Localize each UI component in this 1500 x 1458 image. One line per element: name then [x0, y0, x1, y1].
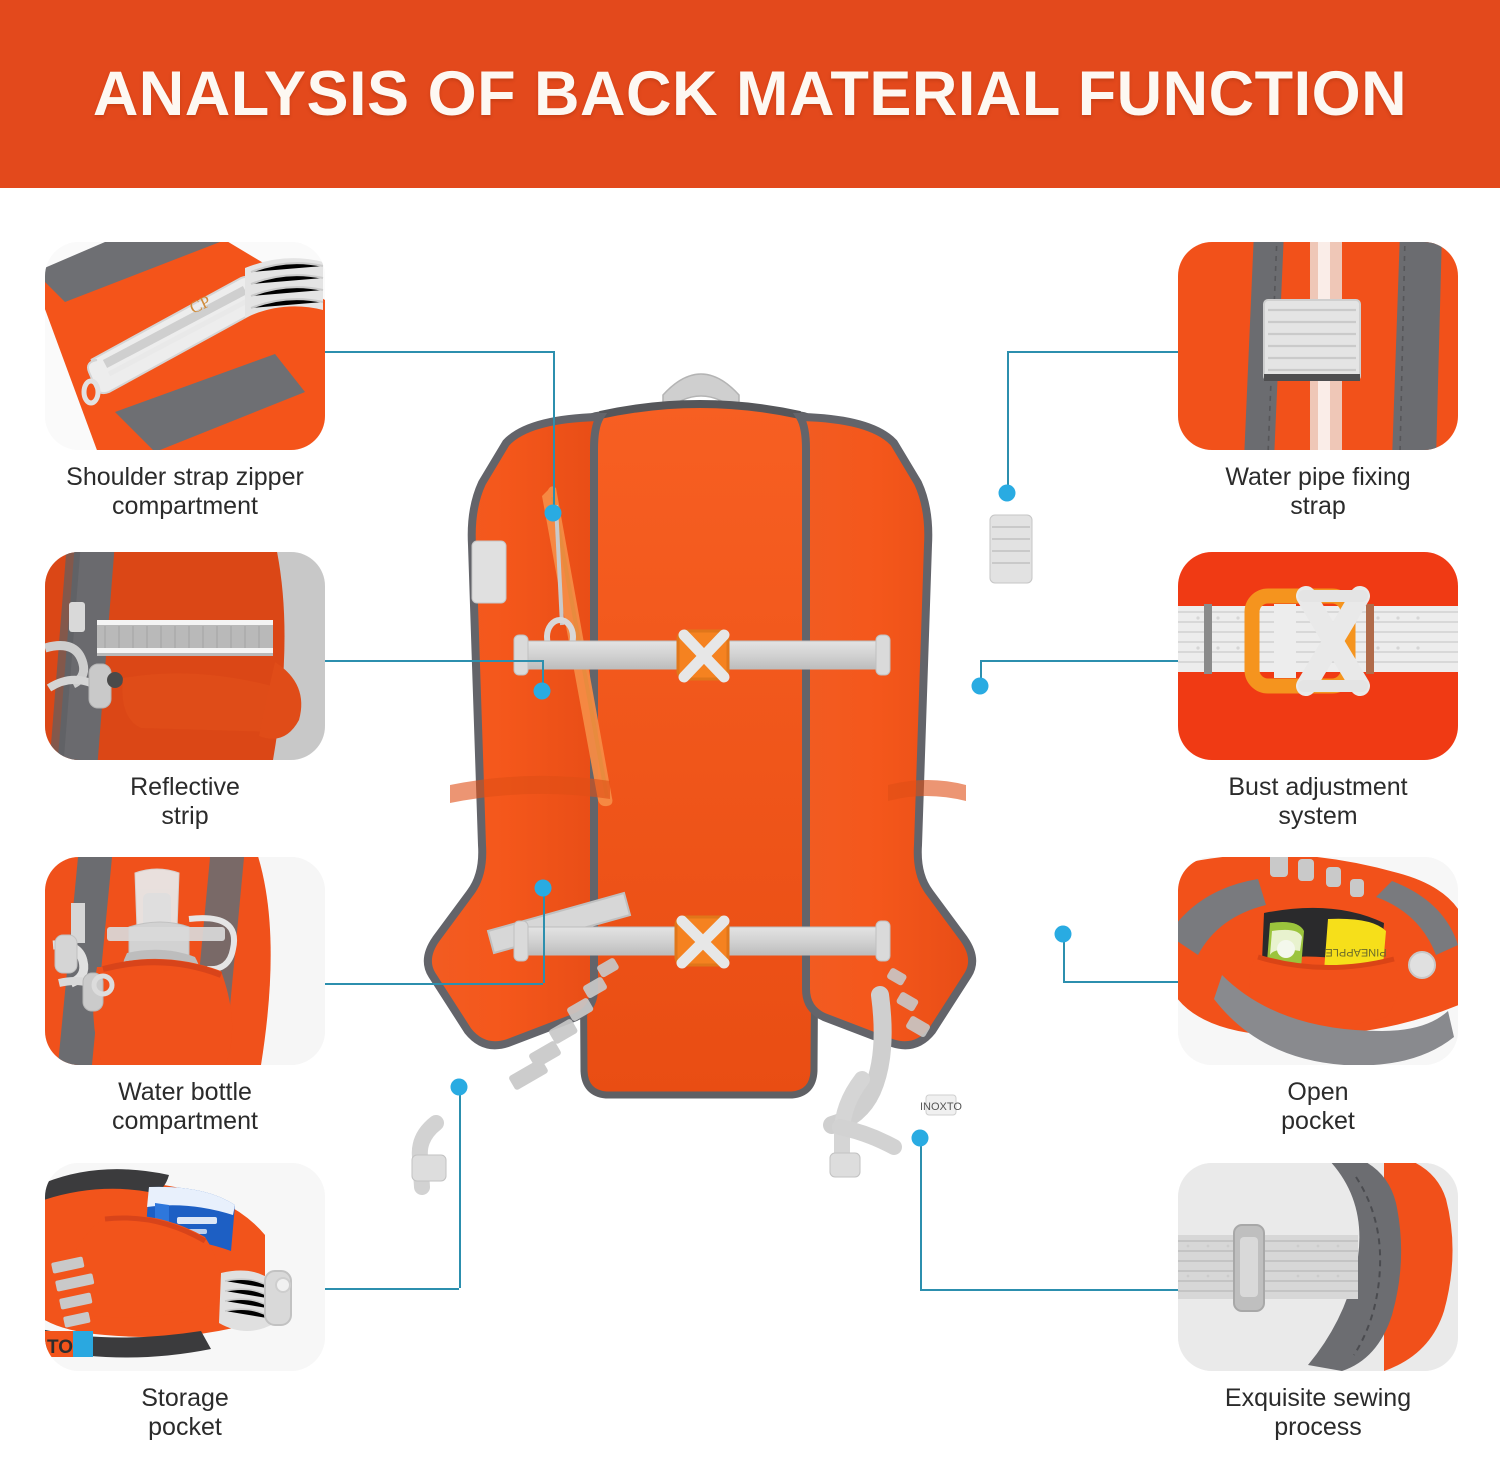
- hotspot-storage-pocket: [450, 1078, 468, 1096]
- callout-label-line2: pocket: [1281, 1107, 1355, 1136]
- callout-label-exquisite-sewing-process: Exquisite sewing process: [1178, 1384, 1458, 1443]
- thumbnail-shoulder-strap-zipper-compartment: CP: [45, 242, 325, 450]
- svg-text:PINEAPPLE: PINEAPPLE: [1325, 946, 1386, 958]
- svg-text:TO: TO: [47, 1337, 73, 1358]
- callout-label-line1: Shoulder strap zipper: [66, 463, 304, 491]
- thumbnail-exquisite-sewing-process: [1178, 1163, 1458, 1371]
- connector-water-bottle-h: [325, 983, 543, 985]
- product-brand-tag: INOXTO: [920, 1101, 962, 1113]
- hotspot-open-pocket: [1054, 925, 1072, 943]
- callout-label-storage-pocket: Storage pocket: [45, 1384, 325, 1443]
- callout-storage-pocket[interactable]: TO Storage pocket: [45, 1163, 325, 1443]
- connector-exquisite-sewing-v: [920, 1138, 922, 1289]
- connector-bust-adjustment-h: [980, 660, 1178, 662]
- callout-water-pipe-fixing-strap[interactable]: Water pipe fixing strap: [1178, 242, 1458, 522]
- callout-label-bust-adjustment-system: Bust adjustment system: [1178, 773, 1458, 832]
- page-title: ANALYSIS OF BACK MATERIAL FUNCTION: [92, 59, 1408, 129]
- callout-open-pocket[interactable]: PINEAPPLE Open pocket: [1178, 857, 1458, 1137]
- callout-exquisite-sewing-process[interactable]: Exquisite sewing process: [1178, 1163, 1458, 1443]
- callout-label-line2: process: [1274, 1413, 1362, 1442]
- thumb-svg-water-bottle: [45, 857, 325, 1065]
- callout-label-line1: Water bottle: [118, 1078, 252, 1106]
- callout-label-line1: Exquisite sewing: [1224, 1384, 1412, 1412]
- callout-label-line2: compartment: [112, 1107, 258, 1136]
- callout-label-line2: compartment: [112, 492, 258, 521]
- callout-label-line2: strip: [161, 802, 209, 831]
- callout-water-bottle-compartment[interactable]: Water bottle compartment: [45, 857, 325, 1137]
- callout-label-line1: Storage: [141, 1384, 229, 1412]
- callout-label-water-pipe-fixing-strap: Water pipe fixing strap: [1178, 463, 1458, 522]
- callout-label-line2: pocket: [148, 1413, 222, 1442]
- connector-storage-pocket-h: [325, 1288, 459, 1290]
- thumb-svg-shoulder-strap-zipper: CP: [45, 242, 325, 450]
- callout-label-open-pocket: Open pocket: [1178, 1078, 1458, 1137]
- connector-water-pipe-strap-h: [1007, 351, 1178, 353]
- connector-storage-pocket-v: [459, 1087, 461, 1288]
- connector-water-pipe-strap-v: [1007, 351, 1009, 493]
- thumbnail-storage-pocket: TO: [45, 1163, 325, 1371]
- thumbnail-open-pocket: PINEAPPLE: [1178, 857, 1458, 1065]
- connector-water-bottle-v: [543, 888, 545, 983]
- callout-reflective-strip[interactable]: Reflective strip: [45, 552, 325, 832]
- thumbnail-reflective-strip: [45, 552, 325, 760]
- callout-shoulder-strap-zipper-compartment[interactable]: CP Shoulder strap zipper compartment: [45, 242, 325, 522]
- callout-bust-adjustment-system[interactable]: Bust adjustment system: [1178, 552, 1458, 832]
- thumb-svg-water-pipe-strap: [1178, 242, 1458, 450]
- header-banner: ANALYSIS OF BACK MATERIAL FUNCTION: [0, 0, 1500, 188]
- callout-label-water-bottle-compartment: Water bottle compartment: [45, 1078, 325, 1137]
- product-vest-svg: INOXTO: [411, 373, 1033, 1195]
- callout-label-line2: strap: [1290, 492, 1346, 521]
- product-image-vest-back: INOXTO: [410, 355, 1090, 1255]
- hotspot-shoulder-strap-zipper: [544, 504, 562, 522]
- callout-label-line2: system: [1278, 802, 1358, 831]
- thumb-svg-reflective-strip: [45, 552, 325, 760]
- connector-reflective-strip-v: [542, 660, 544, 691]
- connector-shoulder-strap-zipper-v: [553, 351, 555, 513]
- callout-label-reflective-strip: Reflective strip: [45, 773, 325, 832]
- callout-label-line1: Bust adjustment: [1228, 773, 1408, 801]
- callout-label-shoulder-strap-zipper-compartment: Shoulder strap zipper compartment: [45, 463, 325, 522]
- connector-bust-adjustment-v: [980, 660, 982, 686]
- thumbnail-water-bottle-compartment: [45, 857, 325, 1065]
- connector-open-pocket-v: [1063, 934, 1065, 981]
- thumb-svg-exquisite-sewing: [1178, 1163, 1458, 1371]
- callout-label-line1: Water pipe fixing: [1225, 463, 1411, 491]
- connector-shoulder-strap-zipper-h: [325, 351, 553, 353]
- thumbnail-bust-adjustment-system: [1178, 552, 1458, 760]
- hotspot-reflective-strip: [533, 682, 551, 700]
- hotspot-bust-adjustment: [971, 677, 989, 695]
- connector-reflective-strip-h: [325, 660, 542, 662]
- hotspot-water-bottle: [534, 879, 552, 897]
- hotspot-water-pipe-strap: [998, 484, 1016, 502]
- thumb-svg-storage-pocket: TO: [45, 1163, 325, 1371]
- connector-exquisite-sewing-h: [920, 1289, 1178, 1291]
- callout-label-line1: Reflective: [130, 773, 240, 801]
- thumbnail-water-pipe-fixing-strap: [1178, 242, 1458, 450]
- thumb-svg-open-pocket: PINEAPPLE: [1178, 857, 1458, 1065]
- thumb-svg-bust-adjustment: [1178, 552, 1458, 760]
- hotspot-exquisite-sewing: [911, 1129, 929, 1147]
- connector-open-pocket-h: [1063, 981, 1178, 983]
- callout-label-line1: Open: [1287, 1078, 1349, 1106]
